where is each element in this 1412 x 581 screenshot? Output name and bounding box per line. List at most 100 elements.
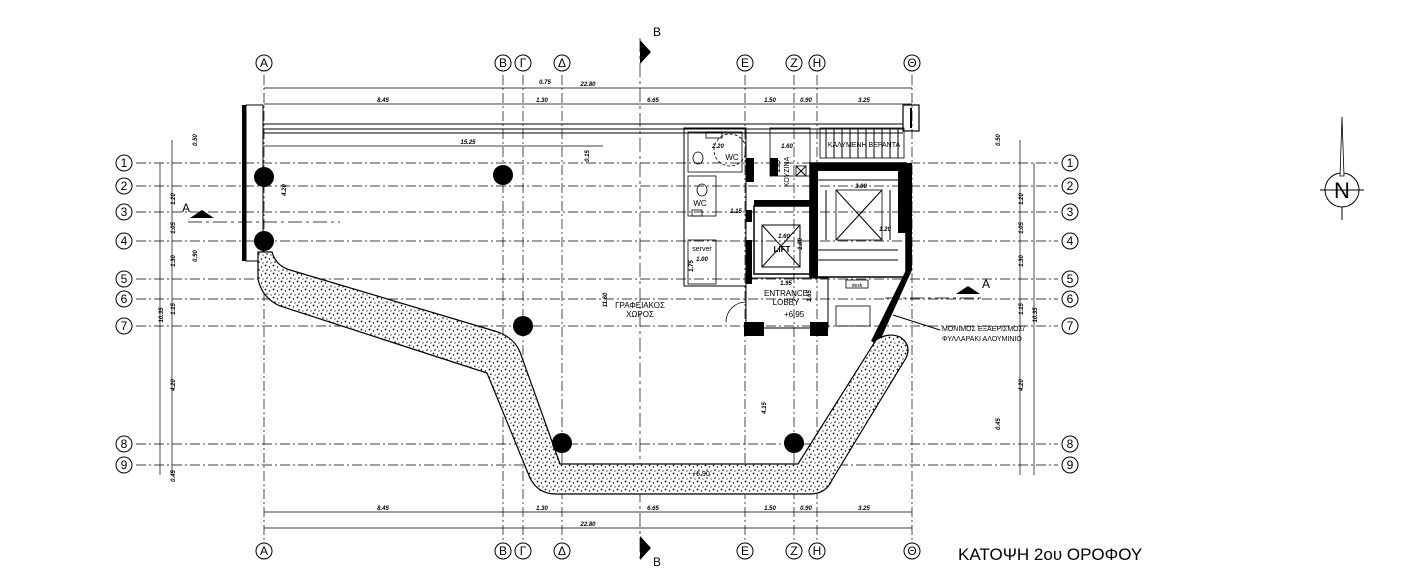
svg-text:1.50: 1.50 <box>764 506 776 512</box>
axis-top-b: Β <box>499 56 507 70</box>
svg-text:3.00: 3.00 <box>855 184 867 190</box>
svg-text:4.15: 4.15 <box>762 402 768 415</box>
svg-text:4.20: 4.20 <box>171 379 177 392</box>
vent-note: ΜΟΝΙΜΟΣ ΕΞΑΕΡΙΣΜΟΣ/ ΦΥΛΛΑΡΑΚΙ ΑΛΟΥΜΙΝΙΟ <box>892 314 1025 343</box>
right-axis-labels: 1 2 3 4 5 6 7 8 9 <box>1061 154 1079 474</box>
svg-text:7: 7 <box>121 319 128 333</box>
svg-text:1.80: 1.80 <box>798 238 804 250</box>
axis-bottom-b: Β <box>499 544 507 558</box>
svg-text:22.80: 22.80 <box>579 522 596 528</box>
axis-bottom-a: Α <box>260 544 268 558</box>
svg-text:2: 2 <box>1067 179 1074 193</box>
svg-text:10.35: 10.35 <box>159 307 165 323</box>
axis-bottom-c: Γ <box>520 544 527 558</box>
wc-label-1: WC <box>725 153 739 162</box>
axis-top-z: Ζ <box>790 56 797 70</box>
top-dimensions: 22.80 0.75 8.45 1.30 6.65 1.50 0.90 3.25… <box>264 80 912 147</box>
svg-text:8.45: 8.45 <box>377 98 389 104</box>
svg-text:8: 8 <box>1067 437 1074 451</box>
axis-top-h: Η <box>813 56 822 70</box>
room-labels: ΓΡΑΦΕΙΑΚΟΣ ΧΩΡΟΣ WC WC server LIFT ΚΟΥΖΙ… <box>615 142 900 319</box>
svg-text:7: 7 <box>1067 319 1074 333</box>
service-core <box>683 127 907 336</box>
svg-text:8.45: 8.45 <box>377 506 389 512</box>
vent-note-line-2: ΦΥΛΛΑΡΑΚΙ ΑΛΟΥΜΙΝΙΟ <box>942 336 1022 343</box>
svg-text:2.20: 2.20 <box>711 144 724 150</box>
left-axis-labels: 1 2 3 4 5 6 7 8 9 <box>115 154 133 474</box>
axis-top-d: Δ <box>558 56 566 70</box>
svg-text:1.30: 1.30 <box>536 506 548 512</box>
svg-text:1: 1 <box>121 156 128 170</box>
axis-bottom-th: Θ <box>907 544 916 558</box>
svg-text:9: 9 <box>121 458 128 472</box>
svg-text:4: 4 <box>1067 234 1074 248</box>
svg-text:9: 9 <box>1067 458 1074 472</box>
lobby-label-1: ENTRANCE <box>764 289 808 298</box>
section-b-bottom-label: B <box>653 555 661 569</box>
svg-text:1: 1 <box>1067 156 1074 170</box>
svg-text:0.75: 0.75 <box>539 80 551 86</box>
svg-text:5: 5 <box>1067 272 1074 286</box>
wc-label-2: WC <box>693 199 707 208</box>
svg-text:1.20: 1.20 <box>171 193 177 205</box>
horizontal-grid-lines <box>136 162 1058 466</box>
svg-text:4.20: 4.20 <box>1019 379 1025 392</box>
svg-text:1.95: 1.95 <box>780 281 792 287</box>
svg-text:1.15: 1.15 <box>730 209 742 215</box>
axis-top-c: Γ <box>520 56 527 70</box>
north-arrow-icon: N <box>1320 116 1364 220</box>
svg-text:22.80: 22.80 <box>579 82 596 88</box>
svg-text:1.20: 1.20 <box>879 227 891 233</box>
svg-text:3.25: 3.25 <box>858 98 870 104</box>
svg-text:6.65: 6.65 <box>647 506 659 512</box>
svg-text:6: 6 <box>1067 292 1074 306</box>
svg-text:1.05: 1.05 <box>1019 222 1025 234</box>
drawing-title: ΚΑΤΟΨΗ 2ου ΟΡΟΦΟΥ <box>958 545 1142 564</box>
planter-band <box>257 251 909 495</box>
section-a-left-label: A <box>182 201 190 215</box>
svg-text:1.15: 1.15 <box>171 303 177 315</box>
svg-text:11.60: 11.60 <box>603 292 609 307</box>
svg-text:0.90: 0.90 <box>800 98 812 104</box>
top-axis-labels: Α Β Γ Δ Ε Ζ Η Θ <box>255 54 921 72</box>
svg-text:4.20: 4.20 <box>282 184 288 197</box>
svg-text:3: 3 <box>1067 205 1074 219</box>
inner-dimension-labels: 4.20 0.15 2.20 1.60 2.85 3.00 1.15 1.20 … <box>282 144 891 478</box>
svg-text:0.50: 0.50 <box>996 134 1002 146</box>
server-label: server <box>692 246 712 253</box>
svg-text:1.15: 1.15 <box>1019 303 1025 315</box>
svg-text:3: 3 <box>121 205 128 219</box>
axis-bottom-e: Ε <box>741 544 749 558</box>
svg-text:0.90: 0.90 <box>800 506 812 512</box>
axis-bottom-h: Η <box>813 544 822 558</box>
section-b-top-label: B <box>653 25 661 39</box>
svg-text:0.45: 0.45 <box>996 418 1002 430</box>
svg-text:0.90: 0.90 <box>193 250 199 262</box>
kitchen-label: ΚΟΥΖΙΝΑ <box>784 157 791 188</box>
bottom-axis-labels: Α Β Γ Δ Ε Ζ Η Θ <box>255 542 921 560</box>
svg-text:+6.90: +6.90 <box>692 471 710 478</box>
svg-text:1.00: 1.00 <box>696 257 708 263</box>
veranda-label: ΚΑΛΥΜΕΝΗ ΒΕΡΑΝΤΑ <box>828 142 901 149</box>
lobby-label-2: LOBBY <box>773 298 800 307</box>
svg-text:1.60: 1.60 <box>781 144 793 150</box>
axis-top-a: Α <box>260 56 268 70</box>
svg-text:1.30: 1.30 <box>171 255 177 267</box>
svg-text:1.60: 1.60 <box>778 234 790 240</box>
svg-text:5: 5 <box>121 272 128 286</box>
right-dimensions: 0.50 1.20 1.05 1.30 1.15 4.20 0.45 10.35 <box>996 134 1039 475</box>
section-markers: B B A A <box>182 25 990 569</box>
svg-text:3.25: 3.25 <box>858 506 870 512</box>
axis-bottom-z: Ζ <box>790 544 797 558</box>
svg-text:0.45: 0.45 <box>171 470 177 482</box>
svg-text:1.30: 1.30 <box>1019 255 1025 267</box>
svg-text:4: 4 <box>121 234 128 248</box>
svg-text:2.85: 2.85 <box>776 160 782 173</box>
axis-top-th: Θ <box>907 56 916 70</box>
office-label-2: ΧΩΡΟΣ <box>626 310 654 319</box>
svg-text:6: 6 <box>121 292 128 306</box>
lift-label: LIFT <box>774 245 791 254</box>
section-a-right-label: A <box>982 277 990 291</box>
svg-text:+6.95: +6.95 <box>784 310 805 319</box>
